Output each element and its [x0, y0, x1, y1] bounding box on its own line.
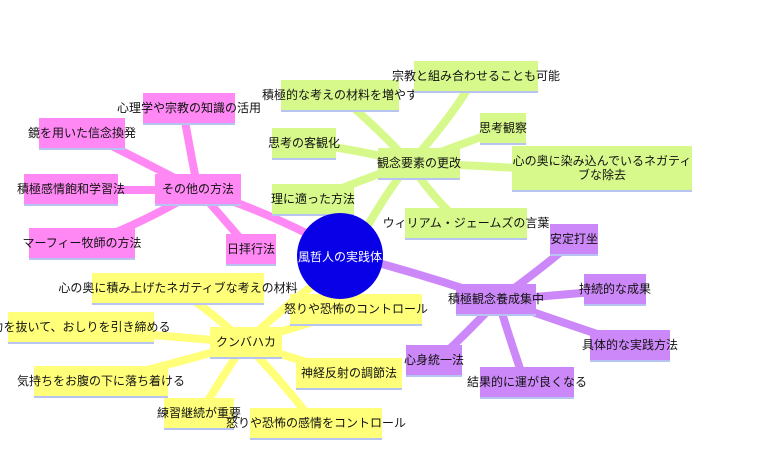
yellow-child-node[interactable]: 力を抜いて、おしりを引き締める [0, 312, 171, 344]
violet-child-node[interactable]: 結果的に運が良くなる [467, 367, 587, 399]
yellow-child-node[interactable]: 怒りや恐怖の感情をコントロール [226, 408, 406, 440]
green-child-node[interactable]: 心の奥に染み込んでいるネガティブな除去 [512, 146, 692, 192]
branch-node-pink[interactable]: その他の方法 [155, 174, 241, 206]
violet-child-node[interactable]: 心身統一法 [404, 345, 464, 377]
branch-node-violet[interactable]: 積極観念養成集中 [448, 284, 544, 316]
violet-child-node[interactable]: 安定打坐 [550, 224, 598, 256]
pink-child-node[interactable]: 積極感情飽和学習法 [17, 174, 125, 206]
yellow-child-node[interactable]: 怒りや恐怖のコントロール [284, 294, 428, 326]
yellow-child-node[interactable]: 気持ちをお腹の下に落ち着ける [17, 366, 185, 398]
yellow-child-node[interactable]: 心の奥に積み上げたネガティブな考えの材料 [58, 273, 298, 305]
green-child-node[interactable]: ウィリアム・ジェームズの言葉 [383, 208, 549, 240]
green-child-node[interactable]: 理に適った方法 [271, 184, 355, 216]
pink-child-node[interactable]: 鏡を用いた信念換発 [28, 118, 136, 150]
branch-node-green[interactable]: 観念要素の更改 [377, 148, 461, 180]
green-child-node[interactable]: 思考の客観化 [268, 128, 340, 160]
yellow-child-node[interactable]: 練習継続が重要 [157, 398, 241, 430]
green-child-node[interactable]: 宗教と組み合わせることも可能 [392, 61, 560, 93]
violet-child-node[interactable]: 持続的な成果 [579, 274, 651, 306]
yellow-child-node[interactable]: 神経反射の調節法 [296, 358, 402, 390]
violet-child-node[interactable]: 具体的な実践方法 [582, 330, 678, 362]
pink-child-node[interactable]: 心理学や宗教の知識の活用 [117, 93, 261, 125]
pink-child-node[interactable]: 日拝行法 [226, 234, 276, 266]
central-topic-node[interactable]: 風哲人の実践体 [297, 213, 383, 299]
pink-child-node[interactable]: マーフィー牧師の方法 [22, 228, 142, 260]
green-child-node[interactable]: 積極的な考えの材料を増やす [262, 80, 418, 112]
branch-node-yellow[interactable]: クンバハカ [210, 327, 282, 359]
green-child-node[interactable]: 思考観察 [479, 113, 527, 145]
